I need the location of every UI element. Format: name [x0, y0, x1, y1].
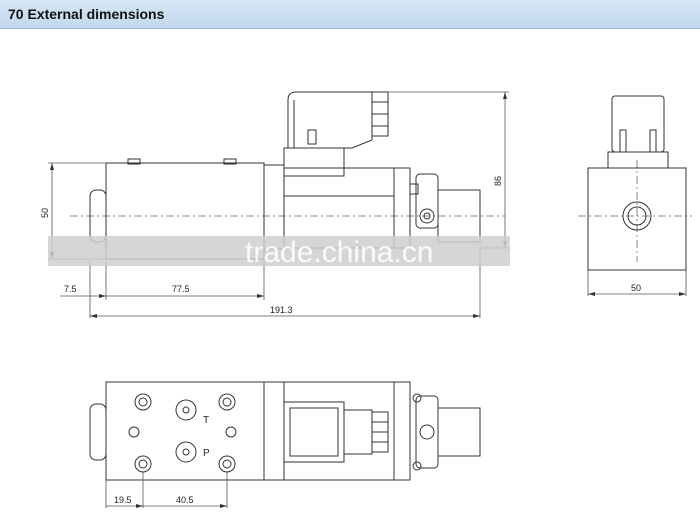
- dim-total-length: 191.3: [270, 305, 293, 315]
- dim-height-left: 50: [40, 208, 50, 218]
- top-view: [89, 381, 481, 481]
- section-title: 70 External dimensions: [8, 6, 165, 22]
- watermark: trade.china.cn: [245, 236, 433, 269]
- watermark-band: [48, 236, 510, 266]
- port-p-label: P: [203, 448, 210, 459]
- end-view: [578, 95, 692, 271]
- dim-port-offset: 19.5: [114, 495, 132, 505]
- port-t-label: T: [203, 415, 209, 426]
- side-view: [70, 91, 505, 260]
- dim-offset: 7.5: [64, 284, 77, 294]
- section-header: 70 External dimensions: [0, 0, 700, 29]
- dim-height-right: 86: [493, 176, 503, 186]
- dim-end-width: 50: [631, 283, 641, 293]
- dim-body-length: 77.5: [172, 284, 190, 294]
- dim-port-spacing: 40.5: [176, 495, 194, 505]
